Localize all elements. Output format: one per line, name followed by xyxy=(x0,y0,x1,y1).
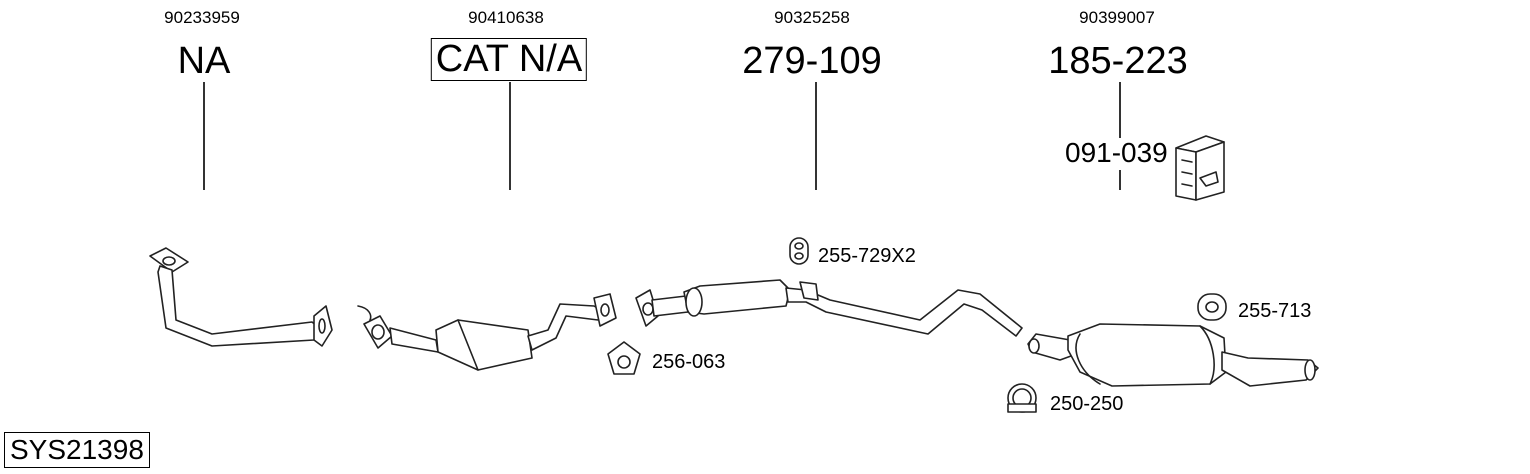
rubber-mount-rear-icon[interactable] xyxy=(1197,293,1227,321)
part-label-centre-silencer[interactable]: 279-109 xyxy=(742,40,882,82)
system-code-box: SYS21398 xyxy=(4,432,150,468)
rear-silencer-drawing[interactable] xyxy=(1027,323,1319,387)
fitting-label-rubber-mount-rear[interactable]: 255-713 xyxy=(1238,300,1312,322)
catalyst-drawing[interactable] xyxy=(357,293,617,371)
oe-number-front-pipe: 90233959 xyxy=(164,8,240,27)
oe-number-centre-silencer: 90325258 xyxy=(774,8,850,27)
oe-number-catalyst: 90410638 xyxy=(468,8,544,27)
part-label-rear-silencer[interactable]: 185-223 xyxy=(1048,40,1188,82)
part-label-fitting-kit[interactable]: 091-039 xyxy=(1065,137,1168,168)
part-label-front-pipe[interactable]: NA xyxy=(177,40,231,82)
fitting-label-gasket[interactable]: 256-063 xyxy=(652,351,726,373)
part-label-catalyst[interactable]: CAT N/A xyxy=(430,38,588,81)
centre-silencer-drawing[interactable] xyxy=(635,279,1023,337)
oe-number-rear-silencer: 90399007 xyxy=(1079,8,1155,27)
clamp-icon[interactable] xyxy=(1007,383,1037,413)
fitting-label-rubber-mount-front[interactable]: 255-729X2 xyxy=(818,245,916,267)
fitting-label-clamp[interactable]: 250-250 xyxy=(1050,393,1124,415)
gasket-icon[interactable] xyxy=(607,341,641,375)
front-pipe-drawing[interactable] xyxy=(149,247,333,347)
rubber-mount-front-icon[interactable] xyxy=(789,237,809,265)
fitting-kit-box-icon[interactable] xyxy=(1175,135,1225,201)
